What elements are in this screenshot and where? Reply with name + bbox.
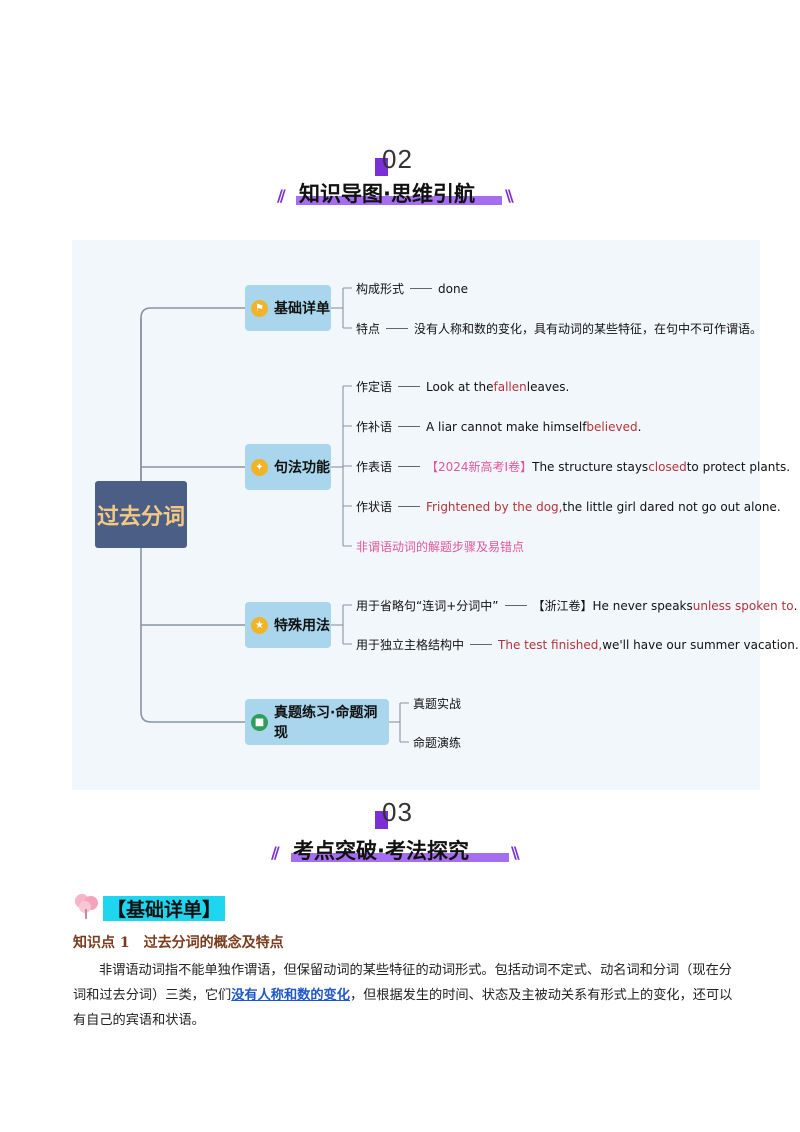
leaf-label[interactable]: 命题演练 (413, 736, 462, 750)
leaf-label: 构成形式 (356, 282, 405, 296)
basics-tag: 【基础详单】 (103, 896, 226, 921)
leaf-solving-steps-link[interactable]: 非谓语动词的解题步骤及易错点 (356, 538, 524, 555)
leaf-label: 作补语 (356, 420, 393, 434)
section-title: 知识导图·思维引航 (299, 182, 475, 206)
mind-map-root: 过去分词 (95, 481, 187, 548)
leaf-label: 作定语 (356, 380, 393, 394)
leaf-label[interactable]: 真题实战 (413, 697, 462, 711)
leaf-text: The structure stays (532, 459, 649, 474)
number-marker (375, 158, 388, 176)
branch-basics: ⚑ 基础详单 (245, 285, 331, 331)
branch-label: 基础详单 (274, 301, 330, 317)
right-slashes-decoration: \\ (511, 843, 520, 862)
branch-exam-practice: ■ 真题练习·命题洞现 (245, 699, 389, 745)
knowledge-point-title: 知识点 1 过去分词的概念及特点 (73, 935, 284, 951)
title-underline-bar (296, 196, 502, 205)
left-slashes-decoration: // (277, 186, 286, 205)
leaf-absolute: 用于独立主格结构中 The test finished,we'll have ou… (356, 636, 799, 653)
highlighted-phrase: 没有人称和数的变化 (231, 988, 350, 1003)
star-icon: ★ (251, 616, 268, 634)
paragraph-text: ，但根据发生的时间、状态及主被动关系有形式上的变化，还可以有自己的宾语和状语。 (73, 988, 733, 1028)
branch-syntax: ✦ 句法功能 (245, 444, 331, 490)
number-marker (375, 811, 388, 829)
leaf-content: done (438, 281, 468, 296)
body-paragraph: 非谓语动词指不能单独作谓语，但保留动词的某些特征的动词形式。包括动词不定式、动名… (73, 958, 733, 1033)
leaf-real-exam[interactable]: 真题实战 (413, 695, 461, 712)
leaf-label: 特点 (356, 322, 381, 336)
leaf-content: 没有人称和数的变化，具有动词的某些特征，在句中不可作谓语。 (414, 322, 763, 336)
branch-label: 特殊用法 (274, 618, 330, 634)
leaf-label: 作状语 (356, 500, 393, 514)
leaf-label: 用于独立主格结构中 (356, 638, 465, 652)
bulb-icon: ✦ (251, 458, 268, 476)
leaf-label[interactable]: 非谓语动词的解题步骤及易错点 (356, 540, 525, 554)
leaf-adverbial: 作状语 Frightened by the dog,the little girl… (356, 498, 781, 515)
leaf-text: . (793, 598, 798, 613)
leaf-text: Look at the (426, 379, 494, 394)
leaf-highlight: Frightened by the dog, (426, 499, 563, 514)
leaf-text: A liar cannot make himself (426, 419, 587, 434)
leaf-highlight: unless spoken to (692, 598, 794, 613)
leaf-label: 作表语 (356, 460, 393, 474)
flag-icon: ⚑ (251, 299, 268, 317)
leaf-text: we'll have our summer vacation. (602, 637, 799, 652)
leaf-highlight: believed (586, 419, 638, 434)
leaf-text: leaves. (526, 379, 570, 394)
branch-label: 句法功能 (274, 460, 330, 476)
leaf-source-tag: 【2024新高考Ⅰ卷】 (426, 460, 533, 474)
leaf-highlight: fallen (493, 379, 527, 394)
branch-special-usage: ★ 特殊用法 (245, 602, 331, 648)
right-slashes-decoration: \\ (505, 186, 514, 205)
leaf-highlight: closed (648, 459, 687, 474)
section-number: 02 (382, 144, 413, 174)
left-slashes-decoration: // (271, 843, 280, 862)
leaf-highlight: The test finished, (498, 637, 603, 652)
blossom-tree-icon (75, 894, 98, 919)
leaf-features: 特点 没有人称和数的变化，具有动词的某些特征，在句中不可作谓语。 (356, 320, 762, 337)
leaf-text: 【浙江卷】He never speaks (532, 599, 693, 613)
title-underline-bar (291, 853, 509, 862)
leaf-drill[interactable]: 命题演练 (413, 734, 461, 751)
leaf-text: . (637, 419, 642, 434)
section-title: 考点突破·考法探究 (293, 839, 469, 863)
leaf-formation: 构成形式 done (356, 280, 468, 297)
lock-icon: ■ (251, 713, 268, 731)
section-number: 03 (382, 797, 413, 827)
leaf-label: 用于省略句“连词+分词中” (356, 599, 499, 613)
branch-label: 真题练习·命题洞现 (274, 705, 378, 741)
leaf-text: to protect plants. (686, 459, 791, 474)
paragraph-text: 非谓语动词指不能单独作谓语，但保留动词的某些特征的动词形式。包括动词不定式、动名… (73, 963, 732, 1003)
leaf-text: the little girl dared not go out alone. (562, 499, 781, 514)
